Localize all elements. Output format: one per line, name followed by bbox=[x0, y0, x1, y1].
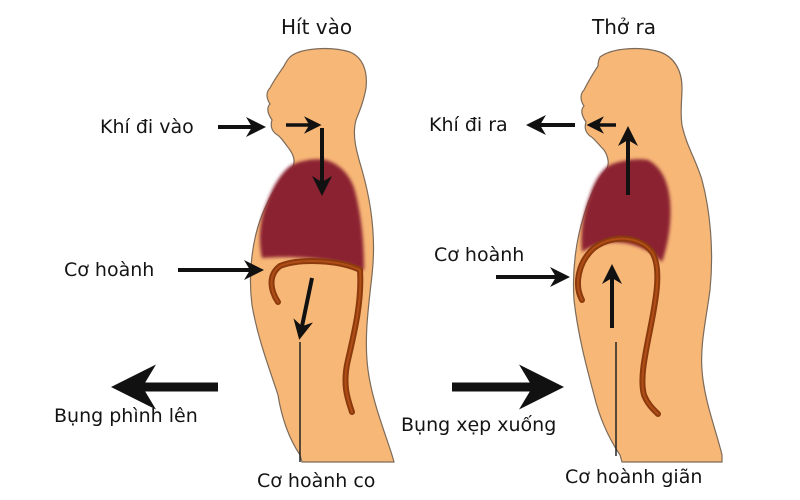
inhale-diaphragm-state-label: Cơ hoành co bbox=[257, 470, 376, 492]
exhale-arrows bbox=[452, 115, 638, 456]
exhale-belly-label: Bụng xẹp xuống bbox=[401, 414, 557, 436]
exhale-body bbox=[572, 47, 723, 463]
inhale-title: Hít vào bbox=[281, 15, 353, 39]
inhale-arrows bbox=[111, 116, 332, 462]
exhale-lung bbox=[581, 159, 671, 262]
exhale-air-label: Khí đi ra bbox=[429, 114, 508, 136]
diaphragm-down-arrow-icon bbox=[293, 277, 314, 340]
inhale-body bbox=[249, 48, 395, 463]
inhale-lung bbox=[259, 159, 364, 270]
inhale-air-label: Khí đi vào bbox=[100, 116, 194, 138]
exhale-title: Thở ra bbox=[592, 15, 656, 39]
inhale-diaphragm-label: Cơ hoành bbox=[64, 259, 155, 281]
exhale-diaphragm-state-label: Cơ hoành giãn bbox=[565, 466, 703, 488]
exhale-body-silhouette bbox=[572, 47, 723, 463]
exhale-diaphragm-label: Cơ hoành bbox=[434, 244, 525, 266]
inhale-belly-label: Bụng phình lên bbox=[54, 405, 198, 427]
